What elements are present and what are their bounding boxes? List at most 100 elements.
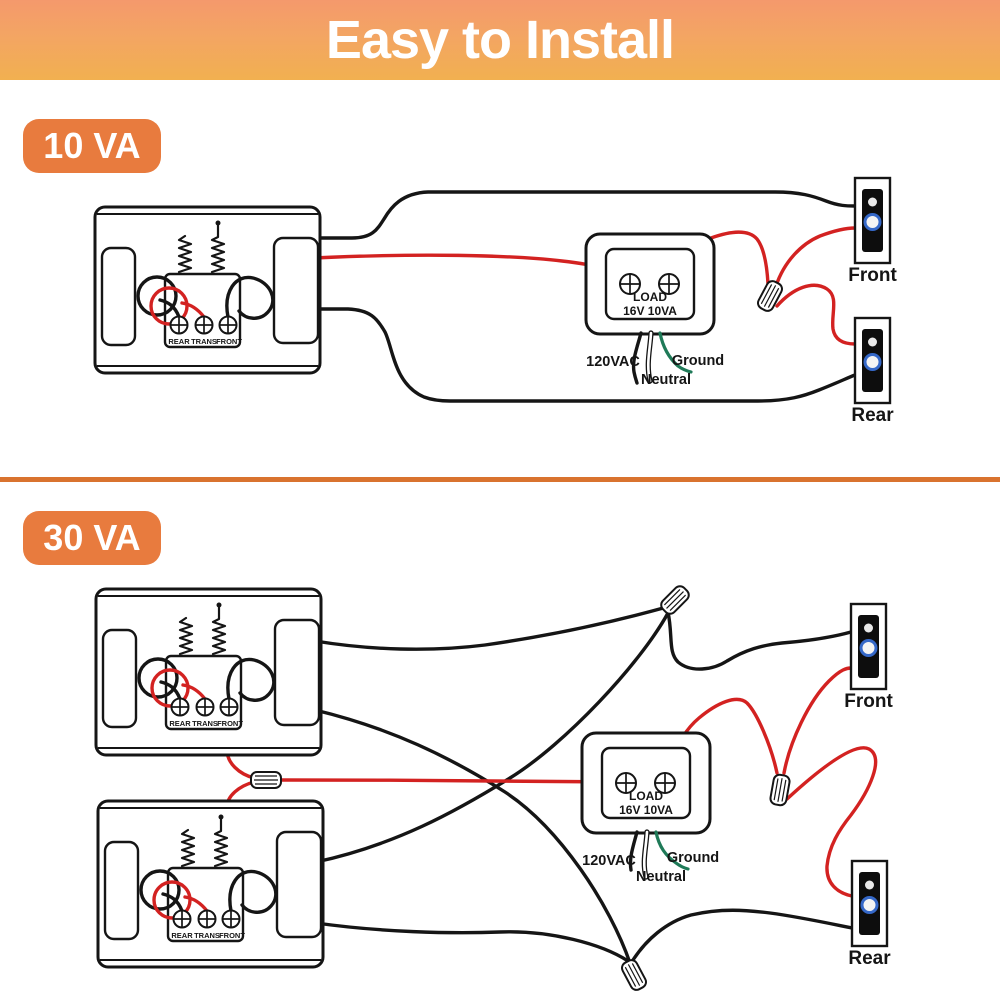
wire-stub-black bbox=[159, 680, 182, 701]
banner: Easy to Install bbox=[0, 0, 1000, 80]
doorbell-front-label: Front bbox=[844, 691, 893, 712]
wire-chime1-to-bottom-nut-30va bbox=[313, 708, 632, 965]
mounting-screw-coil bbox=[213, 817, 229, 868]
wire-stub-red bbox=[180, 301, 206, 319]
mounting-screw-coil bbox=[211, 605, 227, 656]
chime-right-slot bbox=[272, 236, 320, 345]
transformer-face bbox=[600, 746, 692, 820]
doorbell-button bbox=[863, 353, 882, 371]
wire-loop-black-right bbox=[226, 657, 276, 702]
wire-hot-right-nut-to-rear-30va bbox=[785, 746, 878, 898]
wire-hot-supply-30va bbox=[628, 830, 639, 872]
transformer-rating-label: 16V 10VA bbox=[623, 304, 677, 318]
wire-loop-black-right bbox=[228, 869, 278, 914]
label-ground-30va: Ground bbox=[667, 850, 719, 866]
wire-loop-black bbox=[137, 657, 179, 699]
wire-nut-rib bbox=[663, 588, 681, 606]
wire-nut-rib bbox=[669, 594, 687, 612]
chime-box-30va-2: REAR TRANS FRONT bbox=[96, 799, 325, 969]
wire-ground-30va bbox=[654, 830, 690, 871]
wire-stub-red bbox=[181, 683, 207, 701]
wire-loop-black-right bbox=[225, 275, 275, 320]
mounting-screw-coil bbox=[210, 223, 226, 274]
label-neutral-10va: Neutral bbox=[641, 372, 691, 388]
wire-chime2-to-bottom-nut-30va bbox=[314, 921, 630, 963]
transformer-30va: LOAD 16V 10VA bbox=[580, 731, 712, 835]
terminal-label-trans: TRANS bbox=[192, 719, 218, 728]
terminal-label-front: FRONT bbox=[217, 719, 243, 728]
doorbell-button bbox=[859, 639, 878, 657]
mounting-screw-coil bbox=[177, 234, 193, 274]
wire-nut-top-30va bbox=[660, 585, 690, 615]
wire-loop-red bbox=[149, 286, 189, 326]
mounting-screw-coil bbox=[178, 616, 194, 656]
chime-left-slot bbox=[100, 246, 137, 347]
wire-nut-rib bbox=[773, 778, 779, 801]
wire-loop-red bbox=[152, 880, 192, 920]
doorbell-camera bbox=[864, 623, 873, 633]
wire-hot-nut-to-front-10va bbox=[774, 226, 857, 288]
doorbell-rear-label: Rear bbox=[848, 948, 891, 969]
wire-nut-right-30va bbox=[769, 773, 791, 807]
label-neutral-30va: Neutral bbox=[636, 869, 686, 885]
wire-nut-rib bbox=[631, 963, 644, 984]
doorbell-front-label: Front bbox=[848, 265, 897, 286]
transformer-load-label: LOAD bbox=[633, 290, 667, 304]
wire-nut-rib bbox=[624, 966, 637, 987]
doorbell-camera bbox=[865, 880, 874, 890]
doorbell-front-10va: Front bbox=[848, 176, 897, 286]
doorbell-rear-label: Rear bbox=[851, 405, 894, 426]
wire-bottom-nut-to-rear-30va bbox=[631, 908, 854, 962]
transformer-10va: LOAD 16V 10VA bbox=[584, 232, 716, 336]
doorbell-rear-30va: Rear bbox=[848, 859, 891, 969]
screw-tip bbox=[218, 814, 224, 820]
section-divider bbox=[0, 477, 1000, 482]
wire-hot-nut-to-rear-10va bbox=[775, 283, 857, 346]
wire-stub-black bbox=[161, 892, 184, 913]
wire-neutral-30va bbox=[642, 830, 649, 879]
wire-loop-black bbox=[136, 275, 178, 317]
chime-box-30va-1: REAR TRANS FRONT bbox=[94, 587, 323, 757]
banner-title: Easy to Install bbox=[325, 10, 675, 70]
screw-tip bbox=[216, 602, 222, 608]
wire-loop-black bbox=[139, 869, 181, 911]
wire-top-nut-to-front-30va bbox=[666, 610, 853, 671]
wire-stub-red bbox=[183, 895, 209, 913]
screw-tip bbox=[215, 220, 221, 226]
transformer-load-label: LOAD bbox=[629, 789, 663, 803]
diagram-30va: REAR TRANS FRONT bbox=[94, 585, 893, 991]
transformer-rating-label: 16V 10VA bbox=[619, 803, 673, 817]
doorbell-button bbox=[860, 896, 879, 914]
wire-neutral-10va bbox=[646, 331, 653, 383]
wire-hot-chime-to-transformer-10va bbox=[312, 253, 630, 283]
wire-nut-rib bbox=[763, 285, 777, 307]
transformer-face bbox=[604, 247, 696, 321]
label-ground-10va: Ground bbox=[672, 353, 724, 369]
wire-nut-left-30va bbox=[250, 771, 282, 789]
chime-left-slot bbox=[101, 628, 138, 729]
wire-chime-to-front-10va bbox=[312, 190, 857, 240]
badge-10va-label: 10 VA bbox=[43, 125, 141, 166]
wire-chime2-to-top-nut-30va bbox=[314, 611, 670, 864]
badge-30va-label: 30 VA bbox=[43, 517, 141, 558]
terminal-label-rear: REAR bbox=[171, 931, 193, 940]
wire-hot-left-nut-to-transformer-30va bbox=[279, 778, 626, 784]
doorbell-camera bbox=[868, 337, 877, 347]
chime-right-slot bbox=[273, 618, 321, 727]
chime-left-slot bbox=[103, 840, 140, 941]
chime-box-10va: REAR TRANS FRONT bbox=[93, 205, 322, 375]
wire-nut-rib bbox=[760, 284, 773, 305]
wire-nut-rib bbox=[777, 778, 783, 802]
terminal-label-front: FRONT bbox=[216, 337, 242, 346]
wire-hot-supply-10va bbox=[631, 331, 643, 385]
label-120vac-10va: 120VAC bbox=[586, 354, 640, 370]
wire-nut-bottom-30va bbox=[621, 959, 647, 991]
terminal-label-trans: TRANS bbox=[191, 337, 217, 346]
wire-ground-10va bbox=[658, 331, 693, 374]
wire-hot-right-nut-to-front-30va bbox=[782, 666, 853, 775]
wire-nut-rib bbox=[666, 591, 684, 609]
badge-10va: 10 VA bbox=[23, 119, 161, 173]
chime-right-slot bbox=[275, 830, 323, 939]
wire-nut-10va bbox=[757, 280, 783, 312]
